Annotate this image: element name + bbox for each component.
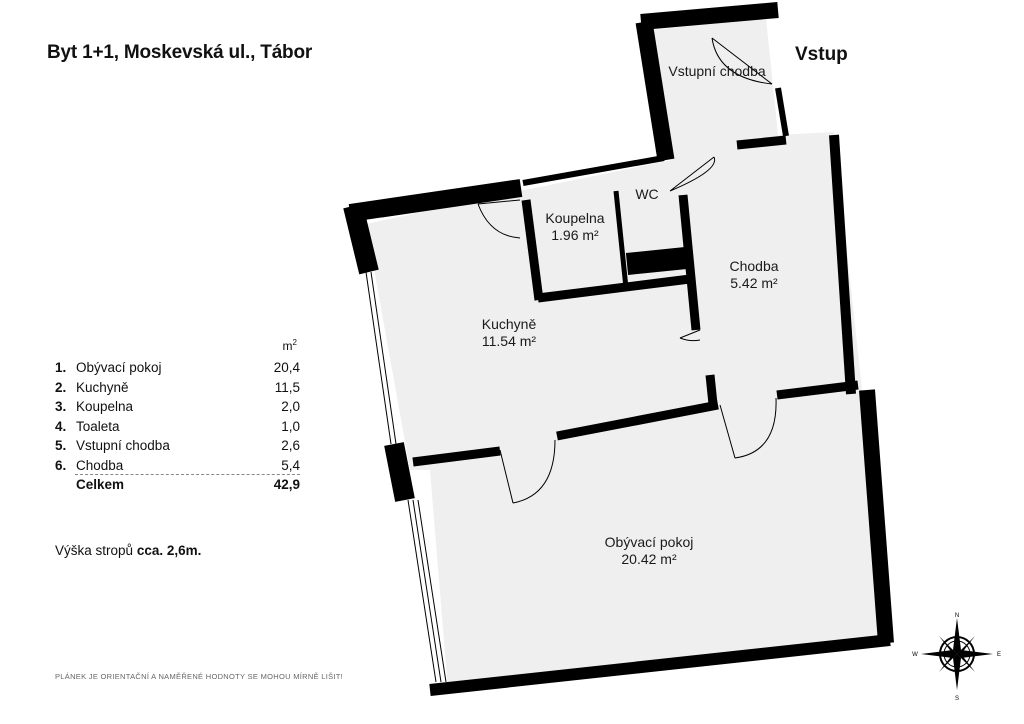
legend-row: 6. Chodba 5,4 (55, 456, 300, 476)
wall-kitchen-living-b (556, 400, 719, 441)
room-label-wc: WC (635, 186, 658, 203)
legend-row-number: 1. (55, 360, 67, 375)
legend-row-name: Koupelna (76, 399, 134, 414)
compass-e: E (997, 652, 1001, 658)
ceiling-height-note: Výška stropů cca. 2,6m. (55, 543, 201, 558)
legend-row: 1. Obývací pokoj 20,4 (55, 358, 300, 378)
wall-east-upper (829, 134, 856, 395)
legend-row-number: 5. (55, 438, 67, 453)
wall-wc-shaft (625, 247, 688, 275)
legend-row-value: 1,0 (281, 418, 300, 434)
unit-exponent: 2 (292, 338, 297, 347)
doors (477, 37, 777, 504)
wall-entry-west (640, 2, 779, 30)
unit-base: m (282, 339, 293, 353)
room-name: Vstupní chodba (668, 63, 766, 79)
legend-row: 3. Koupelna 2,0 (55, 397, 300, 417)
wall-west-upper (343, 203, 379, 275)
ceiling-value: cca. 2,6m. (136, 543, 202, 558)
legend-row-name: Vstupní chodba (76, 438, 170, 453)
wall-top-west (348, 179, 523, 222)
legend-row-number: 4. (55, 418, 67, 434)
room-name: Chodba (729, 258, 779, 274)
wall-entry-split (736, 135, 787, 150)
compass-n: N (955, 613, 959, 619)
legend-row-value: 2,0 (281, 399, 300, 414)
door-wc (669, 156, 716, 192)
room-label-obyvaci-pokoj: Obývací pokoj 20.42 m² (605, 534, 694, 568)
legend-row-value: 11,5 (274, 379, 300, 395)
room-name: Kuchyně (481, 316, 537, 332)
legend-row-value: 2,6 (281, 438, 300, 453)
legend-row-name: Obývací pokoj (76, 360, 162, 375)
door-bath (477, 199, 521, 239)
wall-top-link (522, 155, 665, 186)
legend-total-name: Celkem (76, 477, 125, 492)
room-label-kuchyne: Kuchyně 11.54 m² (482, 316, 536, 350)
entry-label: Vstup (795, 44, 848, 65)
door-kitchen-living (499, 439, 556, 504)
legend-row-name: Chodba (76, 457, 124, 473)
wall-entry-east (775, 87, 789, 137)
legend-rows: 1. Obývací pokoj 20,4 2. Kuchyně 11,5 3. Koupel… (55, 358, 300, 495)
legend-total-row: Celkem 42,9 (55, 475, 300, 495)
room-label-vstupni-chodba: Vstupní chodba (668, 63, 765, 80)
ceiling-label: Výška stropů (55, 543, 134, 558)
legend-row-value: 20,4 (273, 360, 300, 375)
door-entry (711, 37, 773, 85)
wall-bath-left (521, 199, 544, 301)
legend-divider (75, 474, 300, 475)
plan-title: Byt 1+1, Moskevská ul., Tábor (47, 42, 313, 63)
wall-entry-west-side (635, 20, 675, 162)
room-label-chodba: Chodba 5.42 m² (729, 258, 778, 292)
legend-unit: m2 (283, 338, 297, 353)
windows (365, 271, 447, 683)
compass-s: S (955, 696, 959, 702)
wall-east-lower (859, 389, 894, 644)
wall-corridor-living (776, 380, 859, 400)
door-kitchen-corridor (679, 329, 701, 342)
floor-area (366, 18, 885, 690)
wall-bath-bottom (537, 274, 691, 303)
room-area: 1.96 m² (551, 227, 599, 243)
legend-row: 5. Vstupní chodba 2,6 (55, 436, 300, 456)
legend-total-value: 42,9 (273, 477, 300, 492)
room-area: 11.54 m² (481, 333, 537, 349)
door-corridor-living (719, 397, 777, 459)
wall-bath-wc (613, 190, 629, 289)
compass-w: W (912, 652, 918, 658)
room-label-koupelna: Koupelna 1.96 m² (545, 210, 604, 244)
legend-row-number: 3. (55, 399, 67, 414)
wall-kitchen-living-a (412, 446, 501, 467)
legend-row-name: Toaleta (76, 418, 120, 434)
room-name: Koupelna (545, 210, 605, 226)
wall-wc-east (678, 194, 701, 331)
room-name: WC (635, 186, 659, 202)
wall-west-pier (384, 442, 415, 502)
internal-walls (412, 135, 859, 467)
room-name: Obývací pokoj (604, 534, 694, 550)
wall-west-lower-end (429, 634, 891, 696)
legend-row: 4. Toaleta 1,0 (55, 417, 300, 437)
legend-row-number: 6. (55, 457, 67, 473)
compass-rose-icon: N S E W (912, 613, 1001, 702)
room-area: 20.42 m² (621, 551, 677, 567)
wall-corridor-stub (705, 374, 718, 405)
room-area: 5.42 m² (730, 275, 778, 291)
legend-row: 2. Kuchyně 11,5 (55, 378, 300, 398)
legend-row-name: Kuchyně (76, 379, 129, 395)
disclaimer: PLÁNEK JE ORIENTAČNÍ A NAMĚŘENÉ HODNOTY … (55, 672, 344, 681)
outer-walls (343, 2, 894, 696)
legend-row-number: 2. (55, 379, 67, 395)
legend-row-value: 5,4 (281, 457, 300, 473)
